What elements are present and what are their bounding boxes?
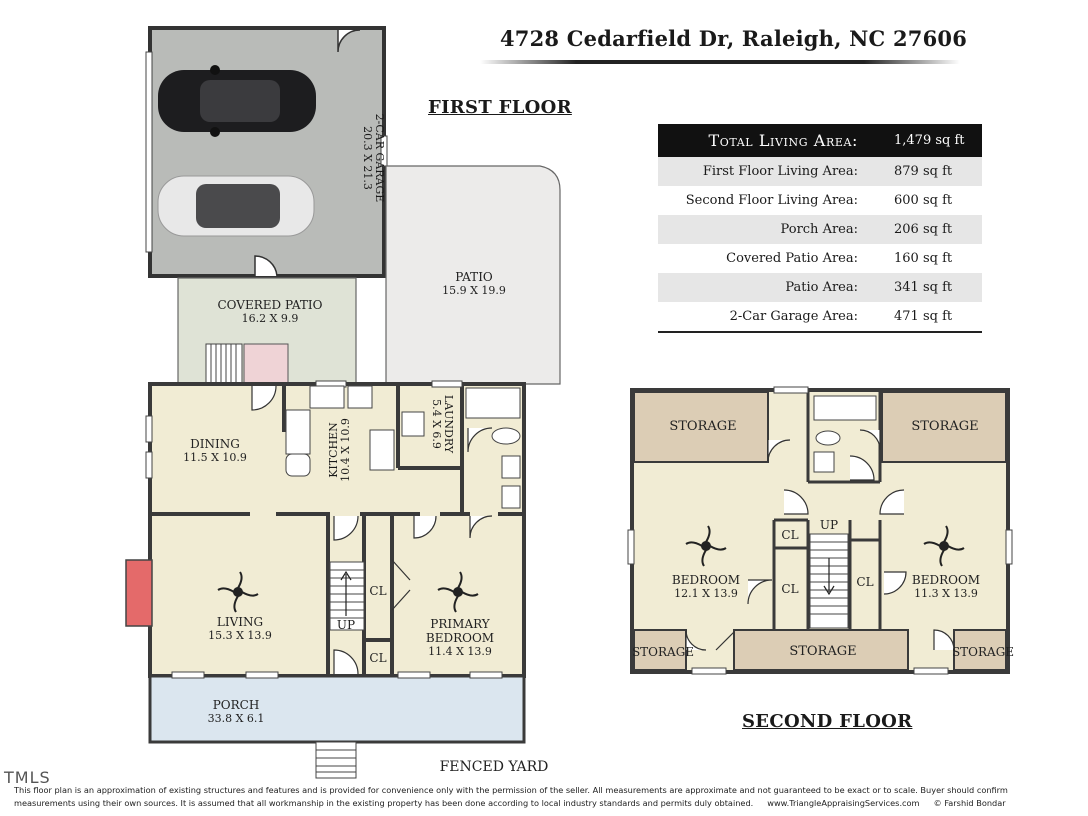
total-living-area-row: Total Living Area: 1,479 sq ft [658,124,982,157]
closet-label-c: CL [856,575,874,589]
area-row: First Floor Living Area: 879 sq ft [658,157,982,186]
disclaimer: This floor plan is an approximation of e… [14,784,1074,810]
website-link[interactable]: www.TriangleAppraisingServices.com [767,798,920,808]
stairs-label-second: UP [819,518,839,532]
fan-icon-bedroom-left [685,525,727,567]
second-floor-windows [627,386,1013,675]
property-address: 4728 Cedarfield Dr, Raleigh, NC 27606 [500,26,968,51]
copyright: © Farshid Bondar [933,798,1006,808]
storage-label-sw: STORAGE [631,645,695,659]
storage-se [953,629,1007,671]
area-row-label: Second Floor Living Area: [685,193,858,208]
fan-icon-bedroom-right [923,525,965,567]
bath-fixtures [401,387,521,509]
second-floor-walls [772,392,882,630]
patio-area [385,165,561,385]
closet-label-1: CL [369,584,387,598]
area-row-value: 341 sq ft [872,273,982,302]
first-floor-title: FIRST FLOOR [428,97,572,118]
area-row-label: Patio Area: [658,273,872,302]
area-row-label: Covered Patio Area: [726,251,858,266]
second-floor-title: SECOND FLOOR [742,711,913,732]
fan-icon-primary [437,571,479,613]
closet-label-b: CL [781,582,799,596]
closet-label-2: CL [369,651,387,665]
car-dark-icon [158,65,316,137]
room-label-primary-bedroom: PRIMARY BEDROOM 11.4 X 13.9 [425,617,495,658]
porch-area [148,674,526,744]
area-row-value: 206 sq ft [872,215,982,244]
storage-label-mid: STORAGE [789,644,857,659]
storage-nw [633,391,769,463]
disclaimer-line-2: measurements using their own sources. It… [14,798,754,808]
storage-ne [881,391,1007,463]
second-floor-doors [685,429,955,651]
back-steps [205,343,243,385]
second-bath-fixtures [813,395,877,473]
first-floor-doors [251,385,493,675]
area-row-value: 600 sq ft [894,193,953,208]
fan-icon-living [217,571,259,613]
total-living-area-value: 1,479 sq ft [872,124,982,157]
area-row: Second Floor Living Area: 600 sq ft [658,186,982,215]
first-floor-stairs [329,561,365,631]
front-steps [315,741,357,779]
pink-landing [243,343,289,385]
garage-entry-door [337,29,361,53]
area-row: Patio Area: 341 sq ft [658,273,982,302]
storage-sw [633,629,687,671]
area-row: Covered Patio Area: 160 sq ft [658,244,982,273]
car-white-icon [157,175,315,237]
garage-floor [148,26,386,278]
area-row-value: 160 sq ft [894,251,953,266]
disclaimer-line-1: This floor plan is an approximation of e… [14,785,1008,795]
area-row-label: 2-Car Garage Area: [658,302,872,333]
garage-door-opening [145,51,153,253]
storage-label-nw: STORAGE [669,419,737,434]
storage-label-se: STORAGE [951,645,1015,659]
area-row-value: 879 sq ft [872,157,982,186]
stair-arrow-icon [340,558,835,616]
area-row-label: Porch Area: [658,215,872,244]
fenced-yard-label: FENCED YARD [439,759,549,775]
storage-mid [733,629,909,671]
garage-side-window [380,135,388,167]
closet-label-a: CL [781,528,799,542]
first-floor-walls [150,384,524,676]
address-underline [480,60,960,64]
area-summary-table: Total Living Area: 1,479 sq ft First Flo… [658,124,982,333]
area-row: Porch Area: 206 sq ft [658,215,982,244]
area-row-value: 471 sq ft [872,302,982,333]
storage-label-ne: STORAGE [911,419,979,434]
area-row: 2-Car Garage Area: 471 sq ft [658,302,982,333]
garage-rear-door [254,255,278,277]
mls-logo: TMLS [4,768,51,787]
fireplace [125,559,153,627]
kitchen-cabinets [285,385,395,477]
total-living-area-label: Total Living Area: [658,124,872,157]
stairs-label-first: UP [336,618,356,632]
area-row-label: First Floor Living Area: [658,157,872,186]
